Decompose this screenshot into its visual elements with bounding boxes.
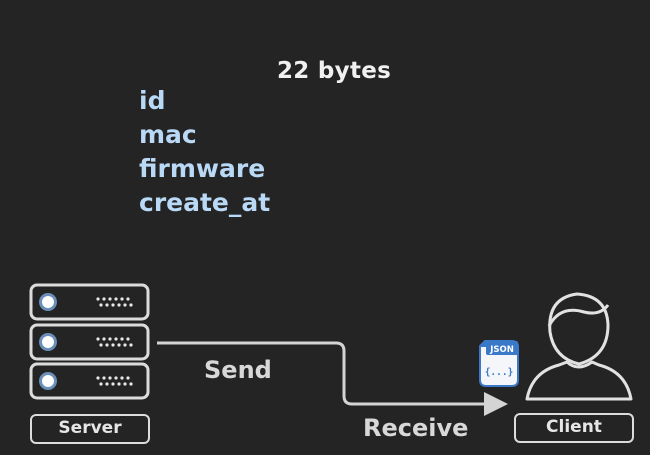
- json-body-text: {...}: [485, 367, 514, 378]
- server-label: Server: [30, 414, 150, 444]
- server-led-icon: [39, 293, 57, 390]
- client-user-icon: [525, 292, 633, 401]
- field-create-at: create_at: [139, 188, 271, 217]
- flow-arrowhead-icon: [484, 392, 508, 416]
- send-label: Send: [204, 356, 272, 384]
- payload-size-label: 22 bytes: [277, 58, 392, 84]
- client-label: Client: [514, 413, 634, 443]
- server-rack-icon: [29, 283, 150, 400]
- field-id: id: [139, 86, 166, 115]
- field-firmware: firmware: [139, 154, 266, 183]
- payload-field-list: id mac firmware create_at: [139, 84, 270, 220]
- server-vent-icon: [96, 297, 133, 386]
- json-tag-text: JSON: [489, 345, 514, 355]
- receive-label: Receive: [363, 414, 469, 442]
- field-mac: mac: [139, 120, 197, 149]
- json-document-icon: JSON {...}: [479, 340, 519, 387]
- flow-arrow-line: [157, 341, 488, 406]
